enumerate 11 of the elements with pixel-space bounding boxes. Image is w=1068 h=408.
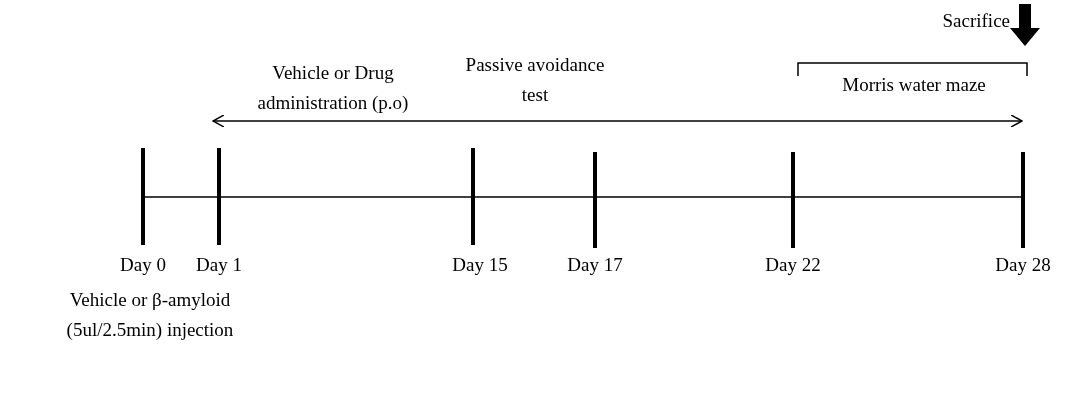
phase-label: Passive avoidance test (464, 53, 606, 107)
day-label: Day 28 (994, 253, 1052, 277)
day-label: Day 17 (566, 253, 624, 277)
day-label: Day 22 (764, 253, 822, 277)
annotation-text: Sacrifice (941, 9, 1010, 33)
bracket-label: Morris water maze (841, 73, 987, 97)
day-label: Day 0 (119, 253, 167, 277)
day-label: Day 15 (451, 253, 509, 277)
phase-label: Vehicle or Drug administration (p.o) (256, 61, 410, 115)
annotation-text: Vehicle or β-amyloid (5ul/2.5min) injection (65, 288, 235, 342)
day-label: Day 1 (195, 253, 243, 277)
